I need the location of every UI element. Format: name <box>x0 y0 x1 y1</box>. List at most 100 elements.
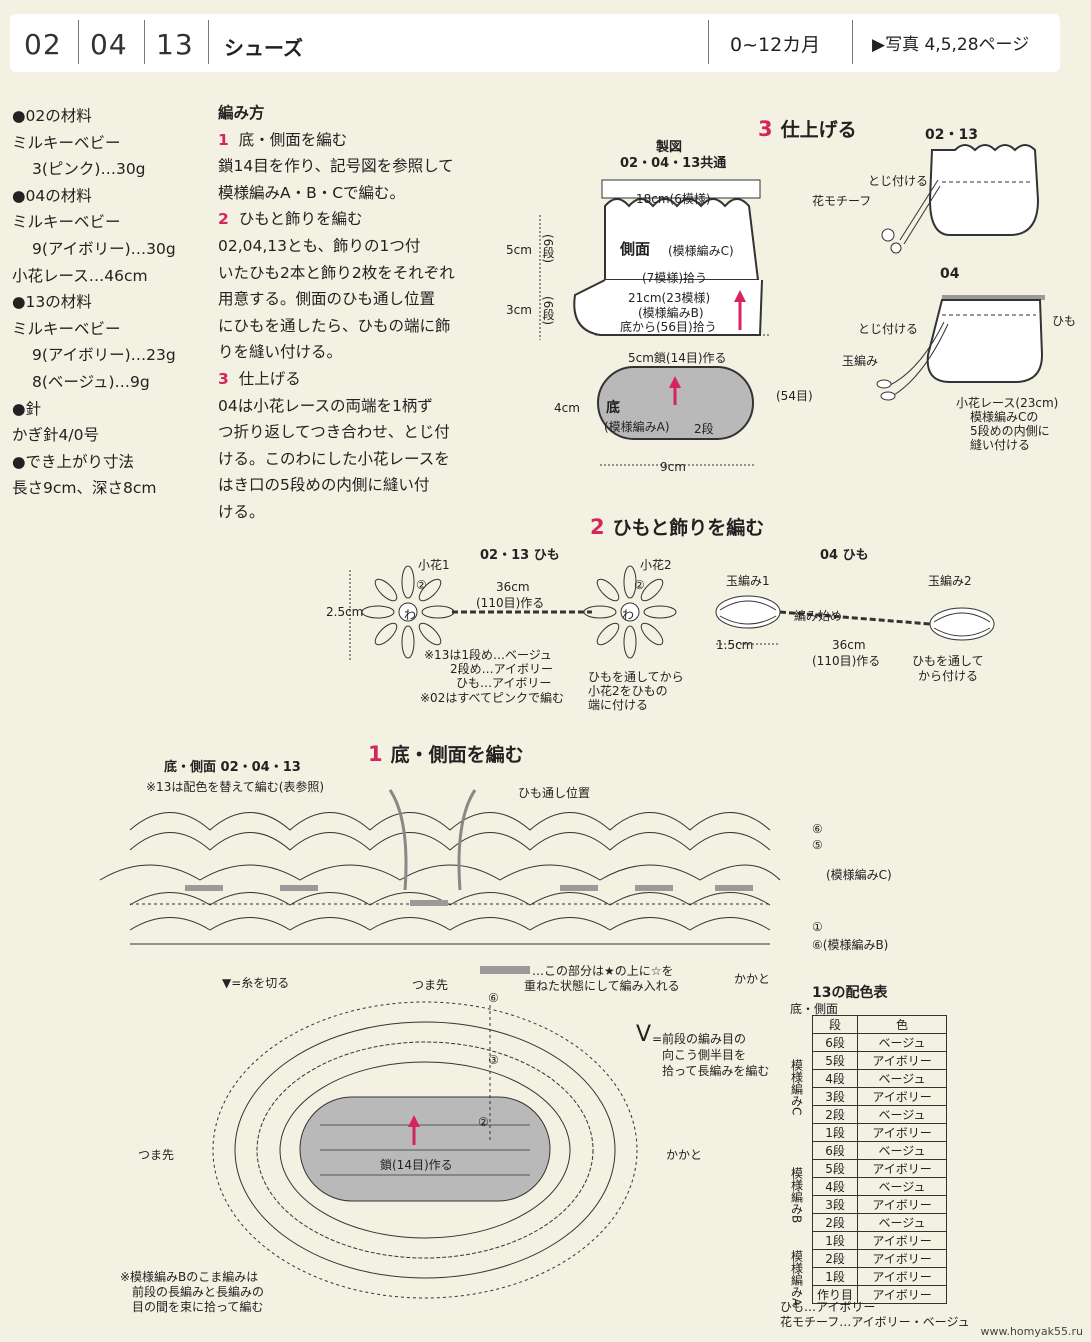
table-row: 模様編みA 2段アイボリー <box>782 1249 948 1306</box>
cord-position-label: ひも通し位置 <box>518 786 591 800</box>
pattern-c-label: (模様編みC) <box>826 868 892 882</box>
materials-line: ミルキーベビー <box>12 213 121 232</box>
table-cell: アイボリー <box>857 1087 948 1106</box>
pickup-label: 底から(56目)拾う <box>620 320 717 334</box>
pattern-number-13: 13 <box>156 28 194 61</box>
table-cell: 5段 <box>811 1159 859 1178</box>
schematic-subtitle: 02・04・13共通 <box>620 156 727 171</box>
table-row: 4段ベージュ <box>782 1177 948 1196</box>
bobble-2-label: 玉編み2 <box>928 574 972 588</box>
table-cell: 4段 <box>811 1069 859 1088</box>
color-table-title: 13の配色表 <box>812 985 888 1001</box>
table-row: 1段アイボリー <box>782 1231 948 1250</box>
materials-line: かぎ針4/0号 <box>12 426 99 445</box>
side-stitch-chart <box>99 789 781 945</box>
chain-label: 5cm鎖(14目)作る <box>628 351 727 365</box>
chain-label: 鎖(14目)作る <box>380 1158 453 1172</box>
flower-motif-label: 花モチーフ <box>812 194 872 208</box>
table-cell: 2段 <box>811 1105 859 1124</box>
round-6-marker: ⑥ <box>488 991 499 1005</box>
attach-note: 小花2をひもの <box>588 684 668 698</box>
bottom-pattern-label: (模様編みA) <box>604 420 670 434</box>
pattern-b-note: ※模様編みBのこま編みは <box>120 1270 259 1284</box>
table-cell: 1段 <box>811 1123 859 1142</box>
width-label: 21cm(23模様) <box>628 291 711 305</box>
table-cell: アイボリー <box>857 1123 948 1142</box>
schematic-diagram <box>539 179 770 466</box>
cord-length-label: 36cm <box>496 580 530 594</box>
table-row: 作り目アイボリー <box>782 1285 948 1304</box>
color-note: ひも…アイボリー <box>456 676 552 690</box>
start-label: 編み始め <box>794 609 843 623</box>
instruction-line: りを縫い付ける。 <box>218 343 343 362</box>
table-cell: ベージュ <box>857 1213 948 1232</box>
variant-label: 02・13 <box>925 127 978 143</box>
step-number: 3 <box>218 369 229 388</box>
color-note: 2段め…アイボリー <box>450 662 554 676</box>
instruction-line: 鎖14目を作り、記号図を参照して <box>218 157 454 176</box>
attach-note: ひもを通して <box>912 654 984 668</box>
divider <box>852 20 853 64</box>
table-cell: 作り目 <box>811 1285 859 1304</box>
materials-line: 9(アイボリー)…30g <box>32 239 176 258</box>
color-table-subtitle: 底・側面 <box>790 1002 839 1016</box>
instruction-line: 02,04,13とも、飾りの1つ付 <box>218 236 421 255</box>
step-label: 底・側面を編む <box>238 130 348 149</box>
color-footnote: 花モチーフ…アイボリー・ベージュ <box>780 1315 970 1329</box>
rows-label: (6段) <box>541 296 555 325</box>
table-row: 1段アイボリー <box>782 1267 948 1286</box>
materials-line: ミルキーベビー <box>12 133 121 152</box>
group-label: 模様編みA <box>789 1249 804 1306</box>
sole-stitch-chart <box>212 1001 638 1299</box>
chart-note: ※13は配色を替えて編む(表参照) <box>146 780 325 794</box>
cord-label: ひも <box>1052 314 1077 328</box>
stitches-label: (54目) <box>776 389 813 403</box>
column-header: 色 <box>857 1015 948 1034</box>
lace-note: 模様編みCの <box>970 410 1039 424</box>
step-number: 2 <box>218 210 229 229</box>
instruction-line: 04は小花レースの両端を1柄ず <box>218 396 433 415</box>
pattern-b-label: (模様編みB) <box>638 306 704 320</box>
lace-note: 小花レース(23cm) <box>956 396 1059 410</box>
ring-label: わ <box>404 608 417 622</box>
page-header: 02 04 13 シューズ 0~12カ月 ▶写真 4,5,28ページ <box>0 0 1091 78</box>
materials-line: ミルキーベビー <box>12 319 121 338</box>
divider <box>78 20 79 64</box>
pattern-b-note: 目の間を束に拾って編む <box>132 1300 264 1314</box>
header-bar <box>10 14 1060 72</box>
bobble-label: 玉編み <box>842 354 879 368</box>
table-cell: アイボリー <box>857 1051 948 1070</box>
watermark-url: www.homyak55.ru <box>980 1325 1083 1338</box>
table-cell: ベージュ <box>857 1141 948 1160</box>
color-footnote: ひも…アイボリー <box>780 1300 876 1314</box>
materials-line: 小花レース…46cm <box>12 266 148 285</box>
materials-line: 8(ベージュ)…9g <box>32 372 150 391</box>
section-label: 仕上げる <box>780 119 857 141</box>
overlap-note: 重ねた状態にして編み入れる <box>524 979 680 993</box>
table-cell: アイボリー <box>857 1285 948 1304</box>
symbol-note: =前段の編み目の <box>652 1032 747 1046</box>
side-pattern-label: (模様編みC) <box>668 244 734 258</box>
cord-stitches-label: (110目)作る <box>476 596 545 610</box>
table-header-row: 段 色 <box>782 1015 948 1034</box>
table-cell: 2段 <box>811 1249 859 1268</box>
variant-label: 04 <box>940 266 960 282</box>
cord-chart-04 <box>715 595 995 645</box>
section-label: 底・側面を編む <box>390 744 524 766</box>
table-cell: ベージュ <box>857 1069 948 1088</box>
instruction-line: 用意する。側面のひも通し位置 <box>218 290 436 309</box>
instruction-line: 模様編みA・B・Cで編む。 <box>218 183 406 202</box>
top-width-label: 18cm(6模様) <box>636 192 711 206</box>
section-number: 3 <box>758 117 773 141</box>
cord-length-label: 36cm <box>832 638 866 652</box>
height-label: 4cm <box>554 401 580 415</box>
row-6-marker: ⑥ <box>812 822 823 836</box>
table-cell: 2段 <box>811 1213 859 1232</box>
pattern-number-04: 04 <box>90 28 128 61</box>
cord-title: 04 ひも <box>820 548 869 563</box>
materials-list: ●02の材料 ミルキーベビー 3(ピンク)…30g ●04の材料 ミルキーベビー… <box>12 103 212 502</box>
page-title: シューズ <box>224 36 303 60</box>
rows-label: (6段) <box>541 234 555 263</box>
